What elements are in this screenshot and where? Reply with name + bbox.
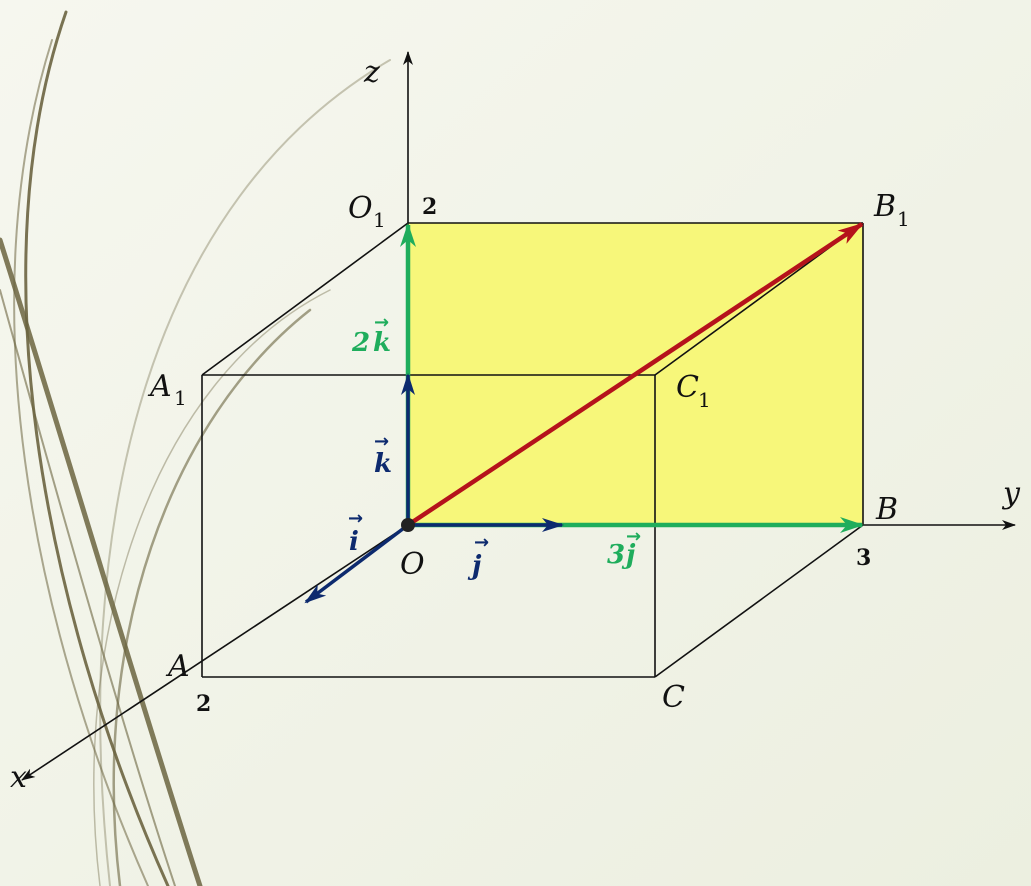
svg-text:→: → xyxy=(348,508,363,529)
svg-text:2: 2 xyxy=(351,328,370,358)
z-axis-label: z xyxy=(363,55,380,90)
decorative-curves xyxy=(0,10,391,886)
vector-3j-label: 3 → j xyxy=(607,526,641,570)
point-C1-label: C 1 xyxy=(676,370,711,412)
x-axis-label: x xyxy=(10,760,27,795)
y-axis-label: y xyxy=(1001,476,1021,511)
svg-text:→: → xyxy=(374,431,389,452)
point-A1-label: A 1 xyxy=(147,369,187,410)
svg-text:O: O xyxy=(348,191,373,226)
point-O1-label: O 1 xyxy=(348,191,386,232)
svg-text:A: A xyxy=(147,369,172,404)
x-axis xyxy=(21,524,409,781)
vector-2k-label: 2 → k xyxy=(351,312,391,358)
vector-k-label: → k xyxy=(374,431,392,479)
z-tick-2: 2 xyxy=(422,194,437,220)
svg-text:k: k xyxy=(373,328,391,358)
vector-i-label: → i xyxy=(348,508,363,557)
origin-point xyxy=(401,518,415,532)
y-tick-3: 3 xyxy=(856,545,871,571)
svg-text:B: B xyxy=(873,189,896,224)
svg-text:→: → xyxy=(626,526,641,547)
vector-OB1 xyxy=(406,222,864,527)
point-B1-label: B 1 xyxy=(873,189,910,231)
point-C-label: C xyxy=(662,680,685,715)
svg-text:C: C xyxy=(676,370,699,405)
point-A-label: A xyxy=(165,649,190,684)
point-O-label: O xyxy=(400,547,425,582)
svg-text:→: → xyxy=(374,312,389,333)
x-tick-2: 2 xyxy=(196,691,211,717)
svg-text:1: 1 xyxy=(698,388,711,412)
svg-text:1: 1 xyxy=(373,208,386,232)
svg-text:1: 1 xyxy=(897,207,910,231)
svg-text:i: i xyxy=(349,527,359,557)
svg-text:1: 1 xyxy=(174,386,187,410)
point-B-label: B xyxy=(875,492,898,527)
vector-i xyxy=(304,523,410,604)
svg-text:3: 3 xyxy=(607,540,625,570)
svg-text:→: → xyxy=(474,532,489,553)
svg-text:k: k xyxy=(374,449,392,479)
